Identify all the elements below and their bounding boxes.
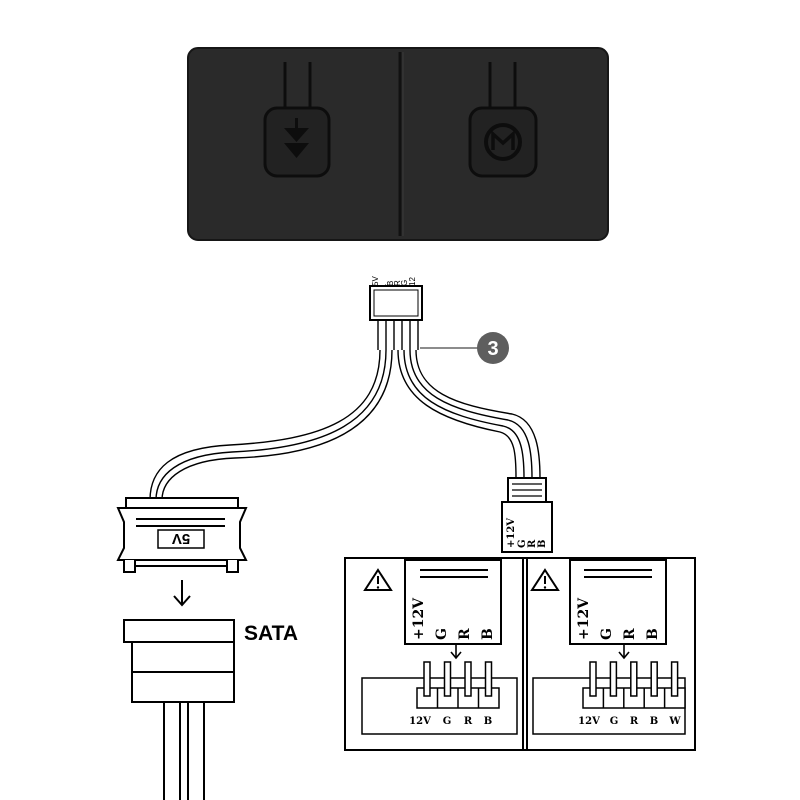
rgb-plug-label-12v: +12V [506,518,517,548]
board2-pin-label-r: R [630,716,639,727]
board-rgb-4pin: +12V G R B 12V G R B [361,559,518,735]
board2-pin-label-w: W [668,716,681,727]
brand-button[interactable] [468,62,538,178]
board1-plug-label-12v: +12V [411,597,427,640]
board1-pin-label-g: G [443,716,452,727]
m-logo-icon [484,123,522,161]
pin-label-12: 12 [408,277,417,286]
rgb-plug: +12V G R B [501,477,553,553]
pin-label-dot: . [379,284,388,286]
pin-label-g: G [400,280,409,286]
board1-plug-label-r: R [457,628,473,640]
rgb-plug-label-r: R [527,539,538,548]
board2-plug-label-b: B [645,628,661,640]
board1-plug-label-g: G [434,628,450,640]
rgb-plug-label-b: B [537,540,548,548]
sata-plug-label: 5V [172,530,190,547]
pin-label-r: R [393,280,402,286]
board2-pin-label-g: G [610,716,619,727]
board-rgbw-5pin: +12V G R B 12V G R B W [530,559,686,735]
warning-icon [530,568,560,591]
pin-label-5v: 5V [371,276,380,286]
board2-plug-label-g: G [599,628,615,640]
callout-3: 3 [420,332,509,364]
board1-pin-label-r: R [464,716,473,727]
board2-plug-label-r: R [622,628,638,640]
sata-receptacle: SATA [123,619,298,800]
double-chevron-down-icon [284,118,309,158]
callout-number: 3 [487,338,498,360]
pin-label-b: B [386,281,395,286]
board1-plug-label-b: B [480,628,496,640]
board2-plug-label-12v: +12V [576,597,592,640]
warning-icon [363,568,393,591]
board1-pin-label-12v: 12V [409,716,431,727]
board2-pin-label-12v: 12V [578,716,600,727]
mode-button[interactable] [263,62,331,178]
board1-pin-label-b: B [484,716,492,727]
board2-pin-label-b: B [650,716,658,727]
sata-label: SATA [244,622,298,645]
controller-device [187,47,609,241]
board1-pin-header [416,661,500,709]
cable-header: 5V . B R G 12 [369,276,423,321]
arrow-down-icon [173,580,191,607]
sata-plug: 5V [116,497,248,573]
board2-pin-header [582,661,686,709]
rgb-plug-label-g: G [517,539,528,548]
cable-wires [149,320,541,501]
